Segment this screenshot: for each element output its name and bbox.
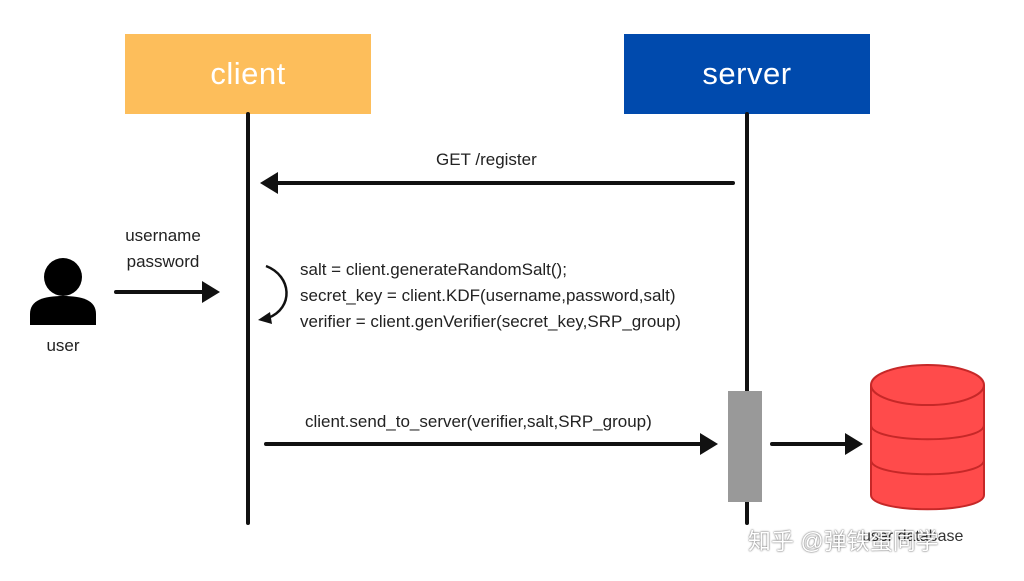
server-label: server xyxy=(702,56,792,91)
user-label: user xyxy=(46,336,80,355)
self-call-arrow xyxy=(258,264,288,324)
self-step-verifier: verifier = client.genVerifier(secret_key… xyxy=(300,312,681,331)
credentials-label-username: username xyxy=(125,226,201,245)
user-icon xyxy=(30,258,96,325)
get-register-arrow xyxy=(260,172,735,194)
database-label: user database xyxy=(862,528,964,545)
server-participant-box: server xyxy=(624,34,870,114)
client-participant-box: client xyxy=(125,34,371,114)
watermark: 知乎 @弹铁蛋同学 xyxy=(748,528,939,554)
credentials-label-password: password xyxy=(126,252,200,271)
send-to-server-arrow xyxy=(264,433,718,455)
server-to-database-arrow xyxy=(770,433,863,455)
get-register-label: GET /register xyxy=(436,150,537,169)
self-step-secret-key: secret_key = client.KDF(username,passwor… xyxy=(300,286,676,305)
self-step-salt: salt = client.generateRandomSalt(); xyxy=(300,260,567,279)
send-to-server-label: client.send_to_server(verifier,salt,SRP_… xyxy=(305,412,652,431)
database-icon xyxy=(870,364,985,511)
client-label: client xyxy=(210,56,286,91)
server-activation-bar xyxy=(728,391,762,502)
user-to-client-arrow xyxy=(114,281,220,303)
